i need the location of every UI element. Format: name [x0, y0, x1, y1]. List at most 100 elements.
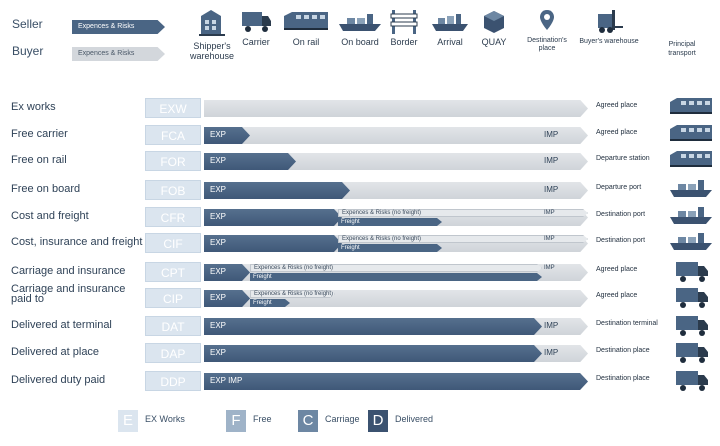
term-name: Carriage and insurance	[11, 265, 126, 277]
exp-label: EXP	[210, 156, 227, 165]
split-expenses-segment: Expences & Risks (no freight)	[250, 264, 542, 272]
stage-label: On rail	[292, 37, 320, 47]
truck-icon	[674, 285, 710, 314]
stage-label: Destination's place	[527, 37, 567, 52]
exp-label: EXP	[210, 238, 227, 247]
seller-segment	[204, 373, 588, 390]
seller-segment	[204, 127, 250, 144]
stage-carrier: Carrier	[236, 8, 276, 47]
destination-label: Destination place	[596, 375, 650, 382]
stage-label: Border	[390, 37, 418, 47]
stage-principal-transport: Principal transport	[660, 40, 704, 58]
exp-label: EXP	[210, 321, 227, 330]
imp-label: IMP	[544, 210, 555, 216]
split-expenses-segment: Expences & Risks (no freight)	[338, 235, 588, 243]
stage-header: Shipper's warehouse Carrier On rail On b…	[180, 8, 720, 74]
stage-buyers-warehouse: Buyer's warehouse	[576, 8, 642, 47]
destination-label: Destination place	[596, 347, 650, 354]
forklift-icon	[598, 10, 623, 33]
category-legend: E EX Works F Free C Carriage D Delivered	[118, 410, 518, 436]
seller-segment	[204, 209, 342, 226]
responsibility-bar: EXP IMP	[204, 345, 588, 362]
exp-label: EXP	[210, 212, 227, 221]
destination-label: Agreed place	[596, 102, 638, 109]
split-freight-segment: Freight	[338, 218, 442, 226]
stage-label: Principal transport	[668, 41, 696, 57]
term-name: Delivered at terminal	[11, 319, 112, 331]
imp-label: IMP	[544, 348, 559, 357]
destination-label: Agreed place	[596, 266, 638, 273]
barrier-icon	[390, 10, 418, 34]
incoterm-row-dat: Delivered at terminal DAT EXP IMP Destinatio…	[0, 316, 720, 336]
buyer-segment	[204, 153, 588, 170]
imp-label: IMP	[544, 236, 555, 242]
destination-label: Destination port	[596, 211, 646, 218]
responsibility-bar: EXP IMP	[204, 318, 588, 335]
imp-label: IMP	[544, 321, 559, 330]
split-freight-segment: Freight	[250, 273, 542, 281]
ship-icon	[339, 14, 381, 31]
stage-label: Carrier	[242, 37, 270, 47]
legend-label: EX Works	[145, 414, 185, 424]
stage-shippers-warehouse: Shipper's warehouse	[186, 8, 238, 61]
imp-label: IMP	[544, 265, 555, 271]
term-name: Cost, insurance and freight	[11, 236, 143, 248]
term-code: CPT	[145, 262, 201, 282]
legend-box: C	[298, 410, 318, 432]
warehouse-icon	[199, 10, 225, 36]
seller-segment	[204, 345, 542, 362]
term-code: FCA	[145, 125, 201, 145]
term-name: Carriage and insurance paid to	[11, 283, 126, 305]
stage-label: Buyer's warehouse	[579, 38, 639, 45]
ship-icon	[432, 14, 468, 31]
legend-label: Free	[253, 414, 272, 424]
term-name: Ex works	[11, 101, 56, 113]
exp-label: EXP	[210, 130, 227, 139]
term-code: DAT	[145, 316, 201, 336]
stage-on-board: On board	[335, 8, 385, 47]
stage-destinations-place: Destination's place	[522, 8, 572, 53]
stage-label: Shipper's warehouse	[189, 41, 235, 61]
ship-icon	[668, 177, 714, 204]
stage-on-rail: On rail	[280, 8, 332, 47]
seller-segment	[204, 264, 250, 281]
buyer-segment	[204, 127, 588, 144]
destination-label: Departure port	[596, 184, 642, 191]
exp-label: EXP	[210, 348, 227, 357]
term-code: DDP	[145, 371, 201, 391]
seller-segment	[204, 290, 250, 307]
imp-label: IMP	[544, 156, 559, 165]
train-icon	[668, 122, 714, 149]
term-code: CIF	[145, 233, 201, 253]
destination-label: Departure station	[596, 155, 650, 162]
location-pin-icon	[540, 10, 554, 30]
legend-label: Delivered	[395, 414, 434, 424]
destination-label: Destination terminal	[596, 320, 658, 327]
seller-segment	[204, 182, 350, 199]
term-code: CFR	[145, 207, 201, 227]
buyer-label: Buyer	[12, 44, 44, 58]
destination-label: Agreed place	[596, 292, 638, 299]
train-icon	[284, 12, 328, 30]
exp-label: EXP	[210, 293, 227, 302]
split-freight-segment: Freight	[250, 299, 290, 307]
legend-box: F	[226, 410, 246, 432]
term-code: FOR	[145, 151, 201, 171]
train-icon	[668, 148, 714, 175]
exp-label: EXP IMP	[210, 376, 243, 385]
legend-label: Carriage	[325, 414, 360, 424]
truck-icon	[674, 259, 710, 288]
term-name: Delivered at place	[11, 346, 100, 358]
